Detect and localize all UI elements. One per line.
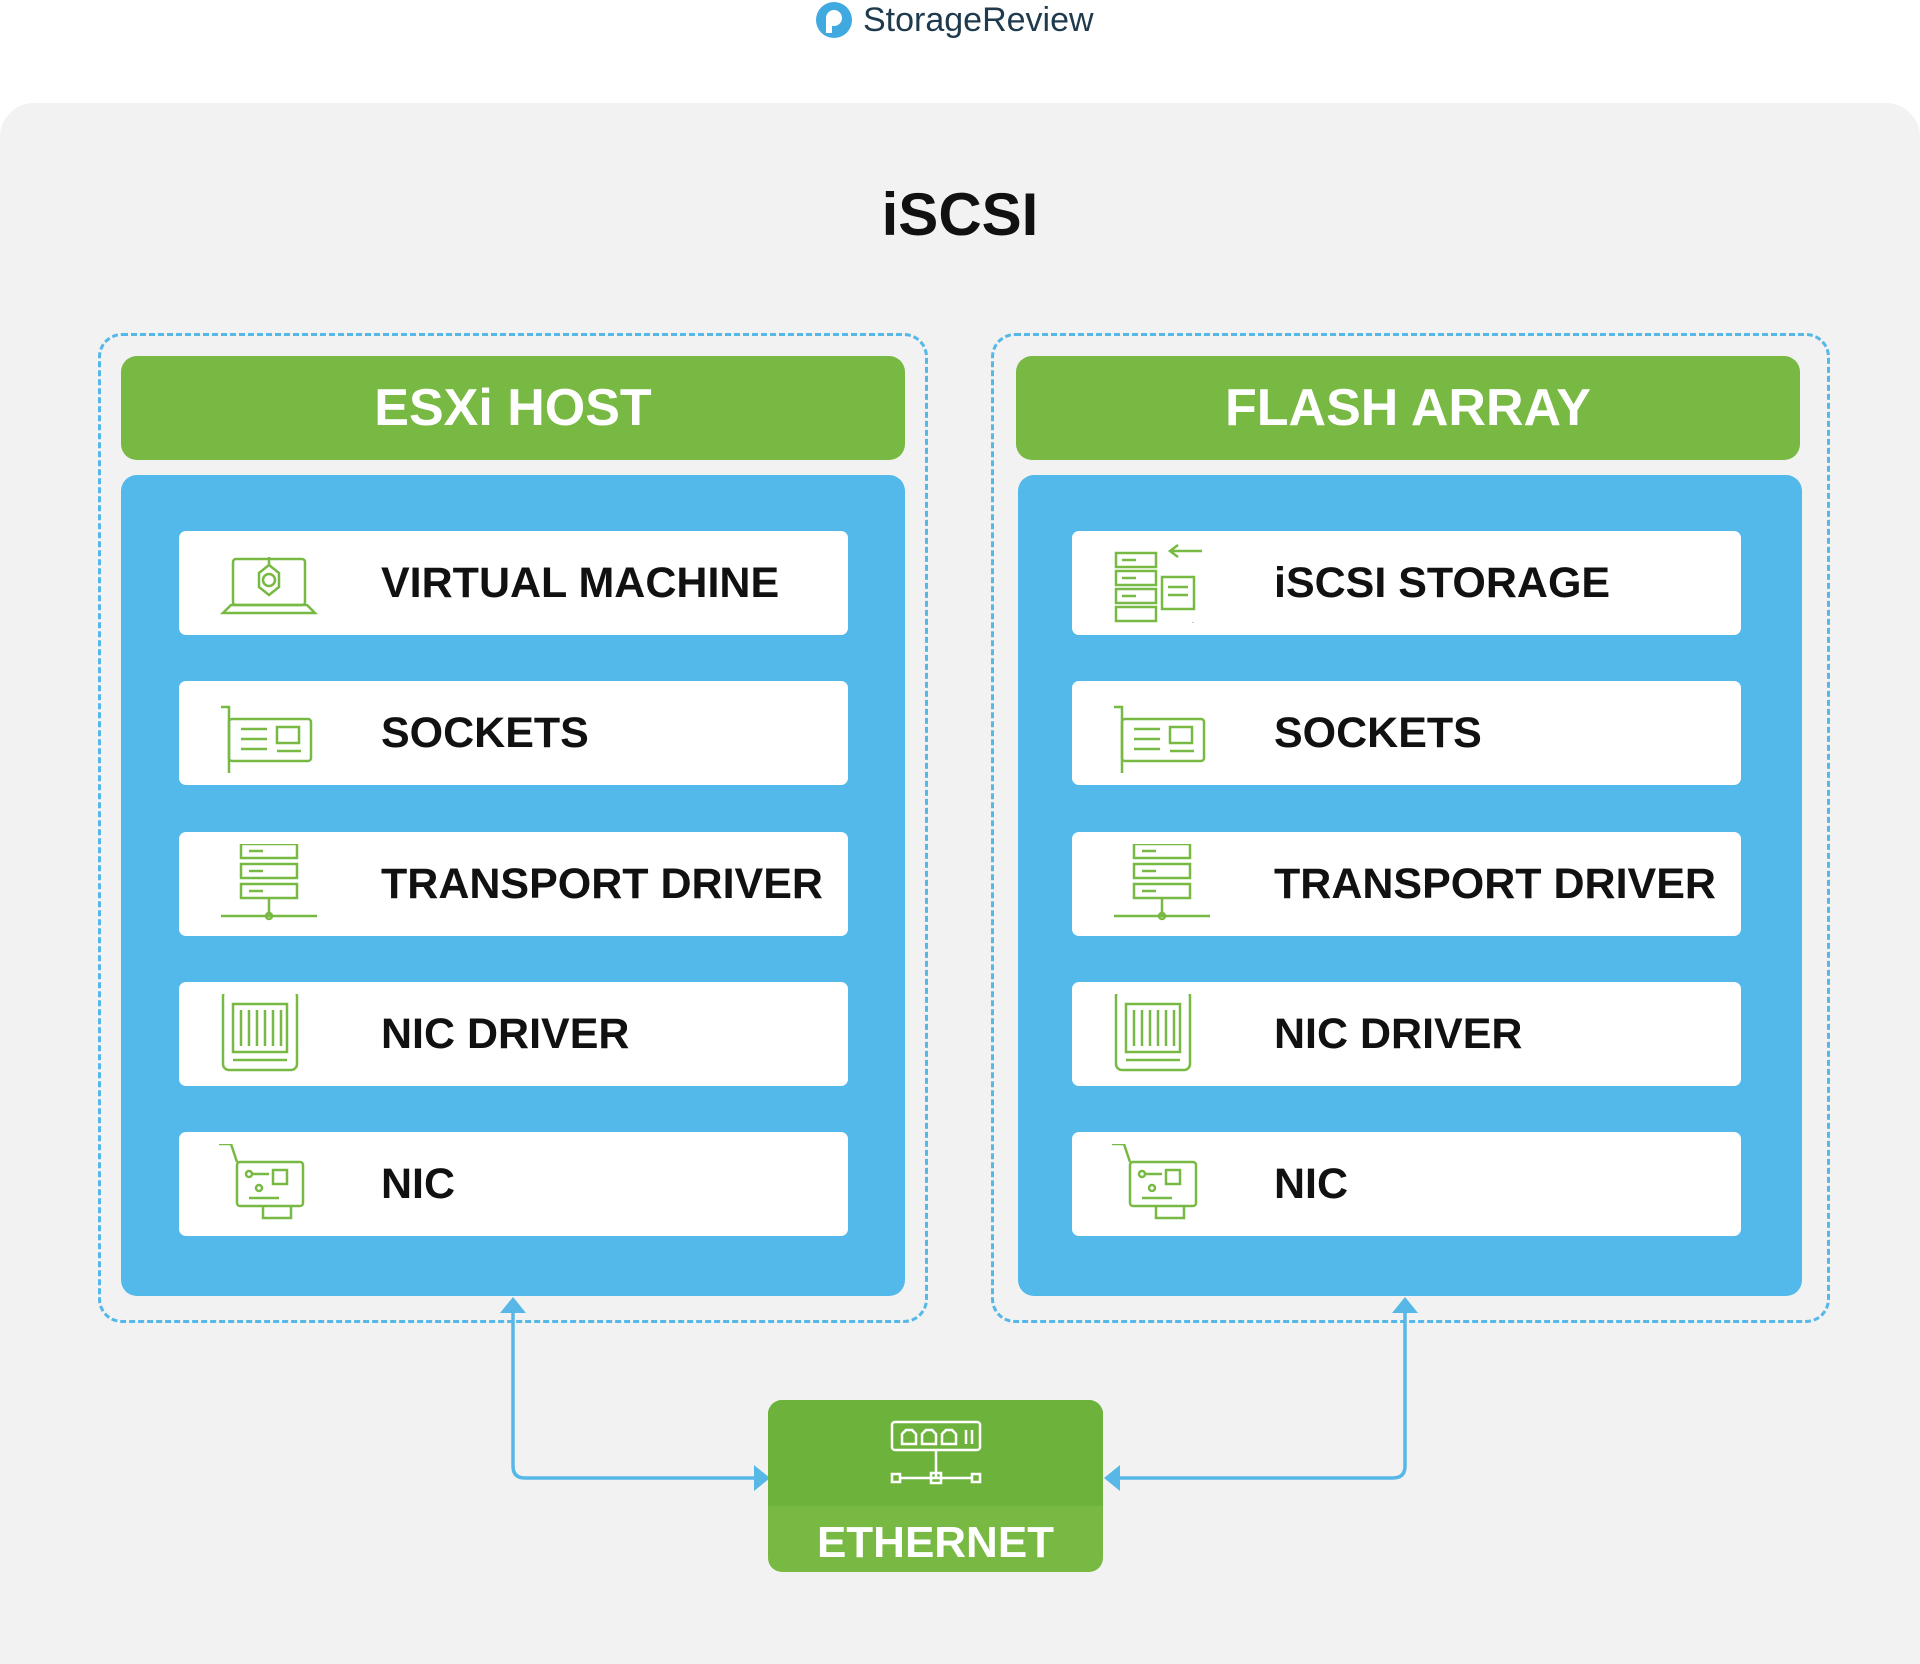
chip-icon bbox=[221, 994, 299, 1072]
row-label: SOCKETS bbox=[1274, 708, 1482, 757]
layer-row: SOCKETS bbox=[1072, 681, 1741, 785]
layer-row: TRANSPORT DRIVER bbox=[179, 832, 848, 936]
laptop-vm-icon bbox=[219, 557, 319, 615]
brand-name: StorageReview bbox=[863, 0, 1094, 39]
row-label: SOCKETS bbox=[381, 708, 589, 757]
diagram-title: iSCSI bbox=[881, 181, 1039, 248]
card-socket-icon bbox=[221, 705, 313, 773]
row-label: VIRTUAL MACHINE bbox=[381, 558, 780, 607]
chip-icon bbox=[1114, 994, 1192, 1072]
layer-row: NIC DRIVER bbox=[1072, 982, 1741, 1086]
server-network-icon bbox=[1114, 844, 1210, 921]
storagereview-logo-icon bbox=[816, 2, 852, 38]
flash-array-group bbox=[991, 333, 1830, 1323]
ethernet-box: ETHERNET bbox=[768, 1400, 1103, 1572]
row-label: NIC DRIVER bbox=[381, 1009, 630, 1058]
flash-array-header: FLASH ARRAY bbox=[1016, 356, 1800, 460]
network-switch-icon bbox=[890, 1420, 982, 1485]
layer-row: iSCSI STORAGE bbox=[1072, 531, 1741, 635]
nic-card-icon bbox=[1112, 1144, 1198, 1220]
layer-row: NIC bbox=[1072, 1132, 1741, 1236]
nic-card-icon bbox=[219, 1144, 305, 1220]
row-label: NIC bbox=[381, 1159, 456, 1208]
row-label: TRANSPORT DRIVER bbox=[381, 859, 823, 908]
server-network-icon bbox=[221, 844, 317, 921]
brand-logo: StorageReview bbox=[815, 0, 1094, 40]
storage-transfer-icon bbox=[1114, 544, 1202, 623]
layer-row: SOCKETS bbox=[179, 681, 848, 785]
layer-row: NIC DRIVER bbox=[179, 982, 848, 1086]
esxi-host-header: ESXi HOST bbox=[121, 356, 905, 460]
row-label: iSCSI STORAGE bbox=[1274, 558, 1611, 607]
row-label: TRANSPORT DRIVER bbox=[1274, 859, 1716, 908]
ethernet-label: ETHERNET bbox=[816, 1518, 1055, 1567]
layer-row: NIC bbox=[179, 1132, 848, 1236]
layer-row: TRANSPORT DRIVER bbox=[1072, 832, 1741, 936]
layer-row: VIRTUAL MACHINE bbox=[179, 531, 848, 635]
row-label: NIC DRIVER bbox=[1274, 1009, 1523, 1058]
row-label: NIC bbox=[1274, 1159, 1349, 1208]
card-socket-icon bbox=[1114, 705, 1206, 773]
